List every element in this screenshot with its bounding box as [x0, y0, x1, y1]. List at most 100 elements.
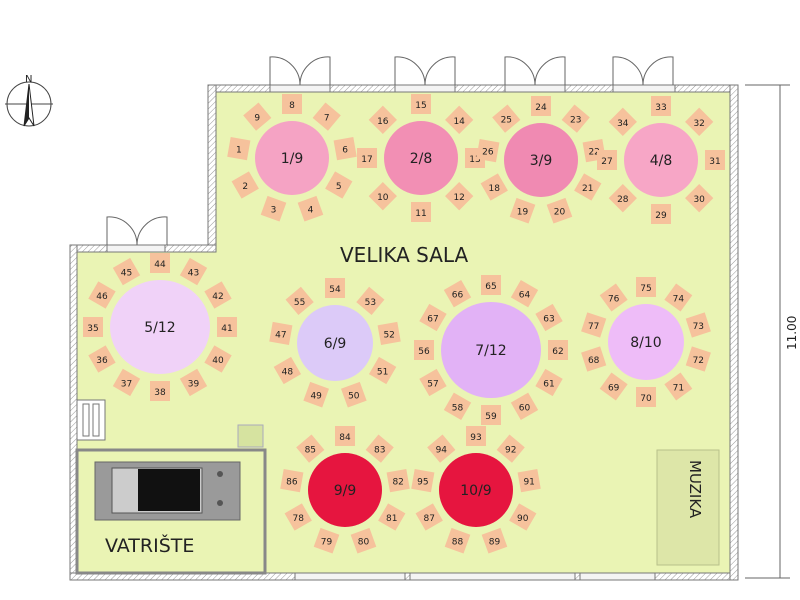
seat[interactable]: [243, 102, 272, 131]
seat[interactable]: [386, 469, 410, 493]
seat[interactable]: [685, 107, 714, 136]
seat[interactable]: [179, 368, 208, 397]
seat[interactable]: [509, 503, 537, 531]
seat[interactable]: [204, 345, 232, 373]
seat[interactable]: [368, 356, 397, 385]
seat[interactable]: [443, 280, 472, 308]
seat[interactable]: [273, 356, 302, 385]
seat[interactable]: [510, 280, 539, 308]
seat[interactable]: [481, 527, 508, 554]
seat[interactable]: [651, 96, 671, 116]
seat[interactable]: [297, 195, 324, 222]
seat[interactable]: [561, 104, 590, 133]
seat[interactable]: [411, 469, 435, 493]
seat[interactable]: [419, 303, 447, 332]
seat[interactable]: [599, 283, 628, 312]
seat[interactable]: [357, 148, 377, 168]
seat[interactable]: [480, 173, 508, 201]
seat[interactable]: [88, 345, 116, 373]
seat[interactable]: [444, 527, 471, 554]
seat[interactable]: [284, 503, 312, 531]
seat[interactable]: [204, 281, 232, 309]
seat[interactable]: [333, 137, 357, 161]
seat[interactable]: [150, 381, 170, 401]
seat[interactable]: [83, 317, 103, 337]
seat[interactable]: [356, 286, 385, 315]
seat[interactable]: [509, 197, 536, 224]
seat[interactable]: [664, 283, 693, 312]
seat[interactable]: [260, 195, 287, 222]
seat[interactable]: [546, 197, 573, 224]
seat[interactable]: [411, 94, 431, 114]
seat[interactable]: [313, 527, 340, 554]
seat[interactable]: [517, 469, 541, 493]
seat[interactable]: [664, 372, 693, 401]
seat[interactable]: [411, 202, 431, 222]
seat[interactable]: [415, 503, 443, 531]
seat[interactable]: [476, 139, 500, 163]
seat[interactable]: [303, 381, 330, 408]
seat[interactable]: [112, 368, 141, 397]
seat[interactable]: [427, 434, 456, 463]
seat[interactable]: [531, 96, 551, 116]
seat[interactable]: [535, 303, 563, 332]
seat[interactable]: [335, 426, 355, 446]
seat[interactable]: [496, 434, 525, 463]
seat[interactable]: [325, 171, 353, 199]
seat[interactable]: [88, 281, 116, 309]
seat[interactable]: [581, 346, 607, 372]
seat[interactable]: [340, 381, 367, 408]
seat[interactable]: [535, 368, 563, 397]
seat[interactable]: [685, 346, 711, 372]
seat[interactable]: [227, 137, 251, 161]
seat[interactable]: [510, 392, 539, 420]
seat[interactable]: [419, 368, 447, 397]
seat[interactable]: [312, 102, 341, 131]
seat[interactable]: [685, 312, 711, 338]
seat[interactable]: [378, 503, 406, 531]
seat[interactable]: [325, 278, 345, 298]
seat[interactable]: [608, 107, 637, 136]
seat[interactable]: [231, 171, 259, 199]
seat[interactable]: [548, 340, 568, 360]
seat[interactable]: [492, 104, 521, 133]
seat[interactable]: [179, 257, 208, 286]
seat[interactable]: [112, 257, 141, 286]
seat[interactable]: [280, 469, 304, 493]
seat[interactable]: [414, 340, 434, 360]
seat[interactable]: [296, 434, 325, 463]
seat[interactable]: [481, 405, 501, 425]
seat[interactable]: [377, 321, 401, 346]
seat[interactable]: [481, 275, 501, 295]
seat[interactable]: [599, 372, 628, 401]
seat[interactable]: [285, 286, 314, 315]
seat[interactable]: [581, 312, 607, 338]
seat-shape: [282, 94, 302, 114]
seat[interactable]: [651, 204, 671, 224]
seat[interactable]: [217, 317, 237, 337]
seat[interactable]: [705, 150, 725, 170]
seat[interactable]: [574, 173, 602, 201]
seat[interactable]: [282, 94, 302, 114]
seat[interactable]: [608, 184, 637, 213]
seat[interactable]: [685, 184, 714, 213]
seat[interactable]: [636, 387, 656, 407]
seat[interactable]: [597, 150, 617, 170]
seat[interactable]: [365, 434, 394, 463]
seat[interactable]: [350, 527, 377, 554]
seat[interactable]: [443, 392, 472, 420]
seat[interactable]: [466, 426, 486, 446]
seat[interactable]: [636, 277, 656, 297]
seat[interactable]: [150, 253, 170, 273]
seat[interactable]: [269, 321, 293, 346]
